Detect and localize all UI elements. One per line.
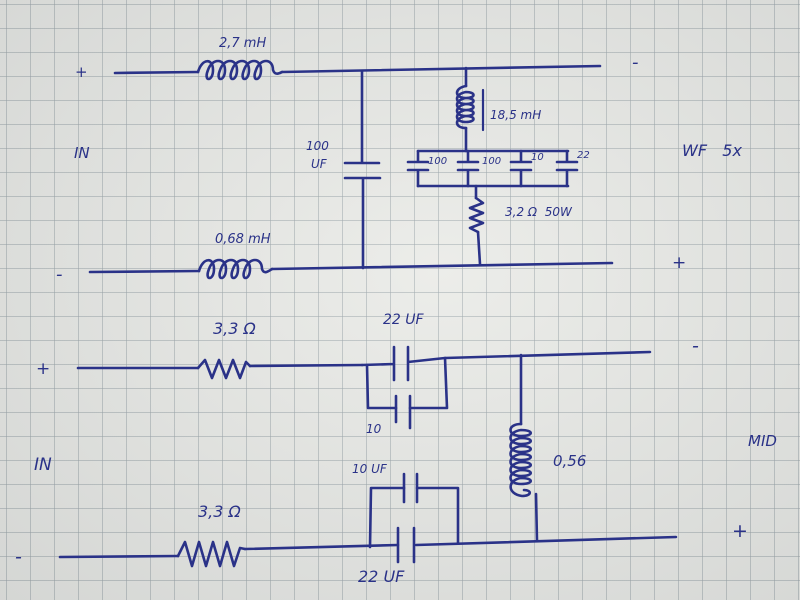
wf-cap-bank-c3 (509, 149, 533, 188)
mid-out-plus: + (732, 520, 748, 542)
wf-in-plus: + (75, 63, 88, 81)
mid-top-cap-a (360, 345, 447, 382)
mid-lshunt-label: 0,56 (553, 452, 586, 470)
mid-out-label: MID (748, 432, 777, 450)
mid-rbottom-label: 3,3 Ω (198, 502, 242, 521)
wf-cap-bank-c4 (555, 149, 579, 188)
mid-rtop-label: 3,3 Ω (213, 319, 257, 338)
wf-notch-wire-bottom (476, 230, 482, 266)
mid-in-minus: - (15, 546, 22, 568)
wf-cap-bank-label-1: 100 (428, 156, 447, 167)
mid-cbot-b-label: 22 UF (358, 567, 405, 586)
mid-ctop-a-label: 22 UF (383, 312, 425, 328)
mid-in-label: IN (34, 455, 52, 475)
mid-cbot-a-label: 10 UF (352, 462, 388, 476)
mid-in-plus: + (36, 359, 50, 379)
wf-cmain-unit: UF (311, 157, 328, 171)
mid-out-minus: - (692, 335, 699, 357)
wf-l2-label: 0,68 mH (215, 232, 271, 247)
wf-top-wire (113, 64, 602, 75)
wf-cap-bank-label-3: 10 (531, 152, 544, 163)
mid-resistor-top (196, 358, 252, 380)
wf-inductor-l2 (197, 258, 274, 280)
mid-bottom-wire (58, 535, 678, 559)
mid-top-cap-b (394, 394, 412, 430)
mid-inductor-shunt (509, 422, 533, 498)
wf-capacitor-main (343, 69, 382, 270)
mid-top-cap-parallel-wire (365, 356, 449, 410)
wf-out-minus: - (632, 52, 639, 73)
wf-cmain-value: 100 (306, 139, 329, 153)
wf-inductor-notch (455, 84, 475, 130)
mid-shunt-wire-bottom (534, 492, 539, 543)
mid-filter: + - IN - + MID 3,3 Ω 3,3 Ω 22 UF 10 10 U… (15, 312, 777, 586)
wf-resistor-notch (468, 196, 485, 234)
wf-l1-label: 2,7 mH (219, 36, 266, 51)
wf-cap-bank-label-4: 22 (577, 150, 590, 161)
wf-in-label: IN (74, 144, 90, 162)
wf-filter: + - IN - + WF 5x 2,7 mH 0,68 mH 100 UF 1… (56, 36, 742, 285)
wf-cap-bank-c2 (456, 149, 480, 188)
mid-top-wire (76, 350, 652, 370)
wf-out-label: WF 5x (682, 141, 742, 160)
wf-lnotch-label: 18,5 mH (490, 108, 541, 122)
wf-bottom-wire (88, 261, 614, 274)
wf-rnotch-label: 3,2 Ω 50W (505, 205, 573, 219)
wf-in-minus: - (56, 264, 63, 285)
mid-ctop-b-label: 10 (366, 422, 382, 436)
wf-cap-bank-label-2: 100 (482, 156, 501, 167)
wf-cap-bank-c1 (406, 149, 430, 188)
wf-inductor-l1 (196, 59, 284, 81)
mid-resistor-bottom (176, 540, 247, 568)
mid-bot-cap-parallel-wire (368, 486, 460, 549)
wf-out-plus: + (672, 253, 686, 273)
mid-bot-cap-b (396, 526, 416, 564)
mid-bot-cap-a (402, 472, 419, 504)
